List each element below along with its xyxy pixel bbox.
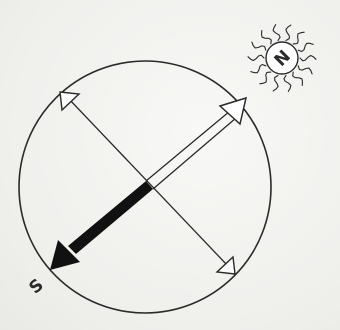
sun-ray (286, 25, 291, 40)
sun-ray (293, 32, 304, 44)
sun-ray (260, 72, 271, 84)
sun-ray (284, 76, 291, 92)
south-needle (50, 181, 153, 270)
cross-axis-line (68, 98, 228, 266)
south-label: S (26, 275, 48, 298)
sun-ray (298, 43, 313, 51)
sun-ray (273, 76, 278, 91)
sun-ray (273, 25, 280, 41)
sun-ray (293, 72, 303, 85)
sun-ray (251, 65, 266, 73)
sun-ray (262, 31, 272, 44)
sun-ray (252, 42, 266, 50)
sun-icon: N (248, 25, 316, 92)
north-needle (146, 98, 246, 189)
sun-ray (300, 56, 316, 61)
arrowhead-lower-right (217, 257, 235, 274)
sun-ray (298, 66, 312, 74)
sun-ray (248, 55, 264, 60)
